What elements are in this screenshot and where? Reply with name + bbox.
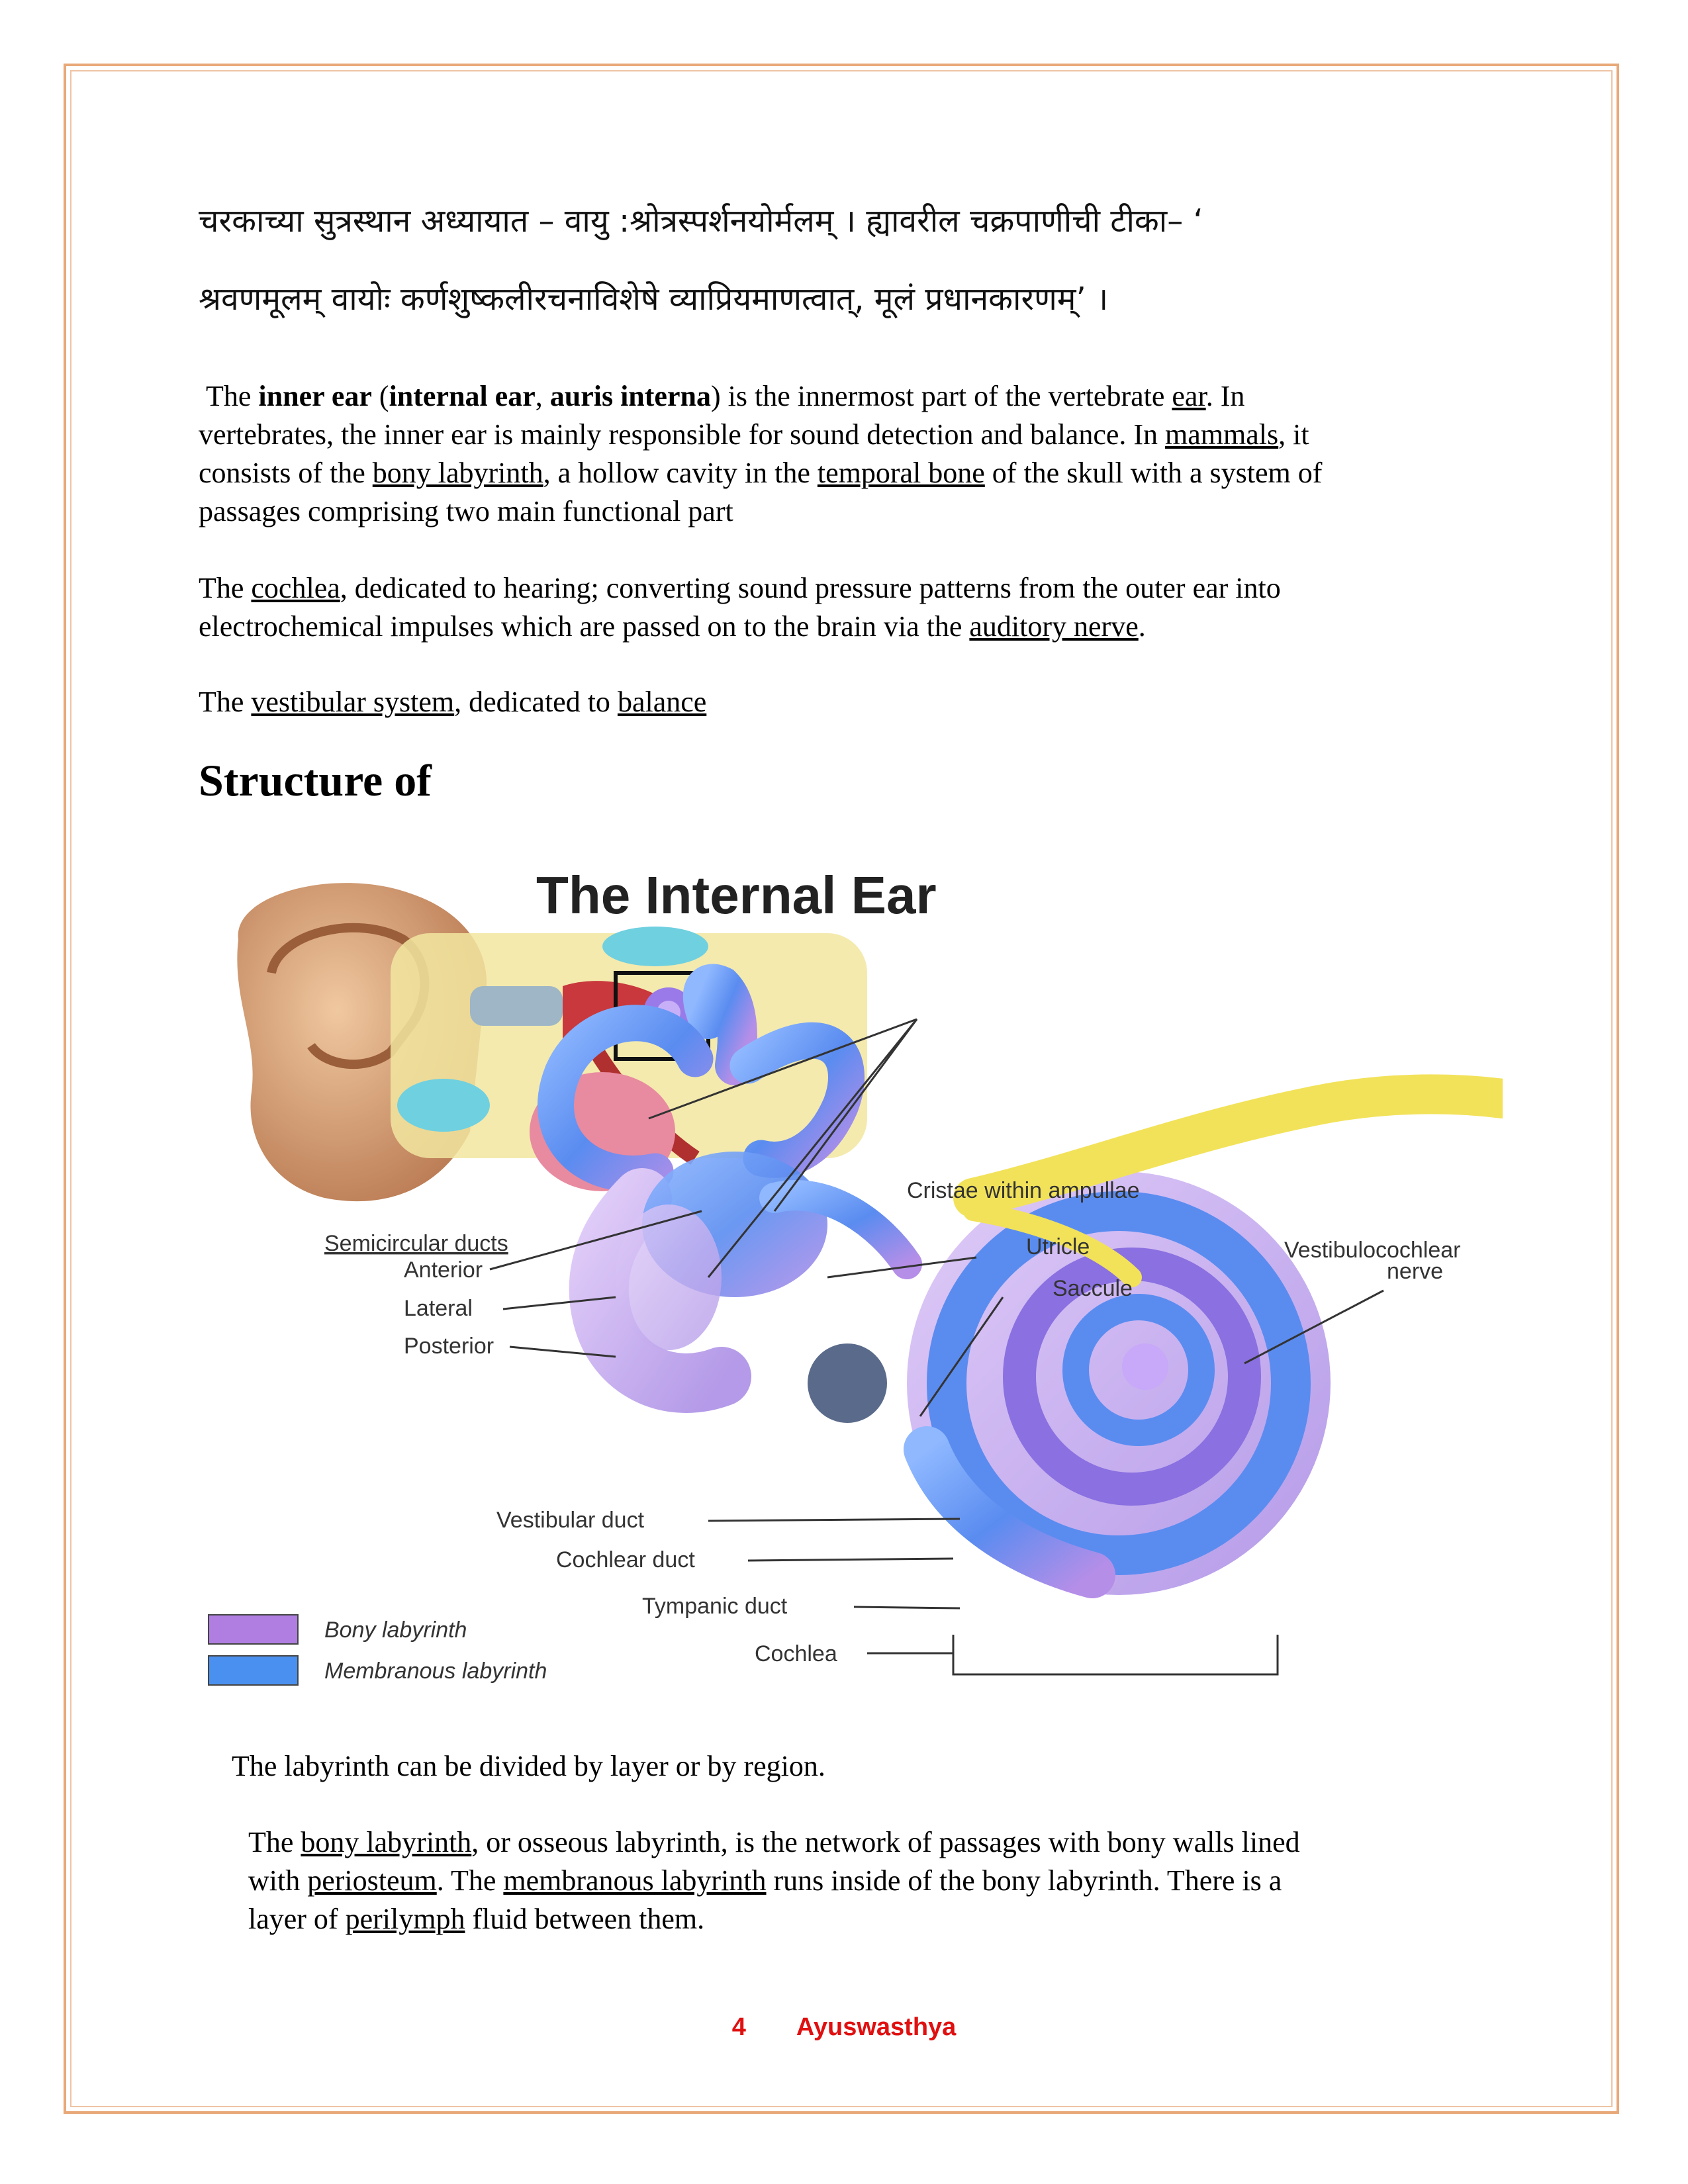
page-number: 4 — [731, 2013, 746, 2041]
page-border — [64, 64, 1619, 2114]
label-vestibular-duct: Vestibular duct — [496, 1508, 645, 1533]
link-periosteum[interactable]: periosteum — [307, 1864, 437, 1897]
link-balance[interactable]: balance — [617, 686, 707, 718]
link-auditory-nerve[interactable]: auditory nerve — [969, 610, 1139, 643]
legend-membranous-label: Membranous labyrinth — [324, 1659, 547, 1684]
paragraph-labyrinth-division: The labyrinth can be divided by layer or… — [232, 1750, 825, 1782]
label-saccule: Saccule — [1053, 1276, 1133, 1301]
link-mammals[interactable]: mammals — [1165, 418, 1279, 451]
sanskrit-line-2: श्रवणमूलम् वायोः कर्णशुष्कलीरचनाविशेषे व… — [199, 281, 1109, 318]
link-ear[interactable]: ear — [1172, 380, 1206, 412]
page-footer: 4 Ayuswasthya — [0, 2013, 1688, 2042]
footer-title: Ayuswasthya — [796, 2013, 957, 2041]
label-anterior: Anterior — [404, 1257, 483, 1283]
legend-swatch-bony — [208, 1614, 299, 1645]
legend-swatch-membranous — [208, 1655, 299, 1686]
link-vestibular-system[interactable]: vestibular system — [251, 686, 455, 718]
label-cochlea: Cochlea — [755, 1641, 837, 1666]
paragraph-inner-ear: The inner ear (internal ear, auris inter… — [199, 380, 1323, 527]
label-tympanic-duct: Tympanic duct — [642, 1594, 788, 1619]
label-utricle: Utricle — [1026, 1234, 1090, 1259]
label-nerve: nerve — [1387, 1259, 1443, 1284]
legend-bony-label: Bony labyrinth — [324, 1617, 467, 1643]
paragraph-cochlea: The cochlea, dedicated to hearing; conve… — [199, 572, 1281, 643]
labyrinth-drawing — [538, 964, 1523, 1598]
link-temporal-bone[interactable]: temporal bone — [817, 457, 985, 489]
internal-ear-illustration: The Internal Ear — [208, 866, 1523, 1686]
figure-title: The Internal Ear — [536, 866, 937, 925]
paragraph-bony-labyrinth: The bony labyrinth, or osseous labyrinth… — [248, 1826, 1300, 1935]
label-lateral: Lateral — [404, 1296, 473, 1321]
link-bony-labyrinth-2[interactable]: bony labyrinth — [301, 1826, 472, 1858]
label-cochlear-duct: Cochlear duct — [556, 1547, 695, 1572]
sanskrit-line-1: चरकाच्या सुत्रस्थान अध्यायात – वायु :श्र… — [199, 203, 1203, 240]
link-cochlea[interactable]: cochlea — [251, 572, 340, 604]
figure-legend: Bony labyrinth Membranous labyrinth — [208, 1614, 547, 1686]
link-perilymph[interactable]: perilymph — [345, 1903, 465, 1935]
label-cristae: Cristae within ampullae — [907, 1178, 1140, 1203]
link-membranous-labyrinth[interactable]: membranous labyrinth — [503, 1864, 767, 1897]
internal-ear-figure: The Internal Ear — [192, 854, 1523, 1714]
link-bony-labyrinth[interactable]: bony labyrinth — [372, 457, 543, 489]
label-vestibulocochlear: Vestibulocochlear — [1284, 1238, 1461, 1263]
leader-lines — [489, 1018, 1384, 1676]
section-heading: Structure of — [199, 755, 432, 805]
paragraph-vestibular: The vestibular system, dedicated to bala… — [199, 686, 707, 718]
label-posterior: Posterior — [404, 1334, 494, 1359]
label-semicircular-ducts: Semicircular ducts — [324, 1231, 508, 1256]
